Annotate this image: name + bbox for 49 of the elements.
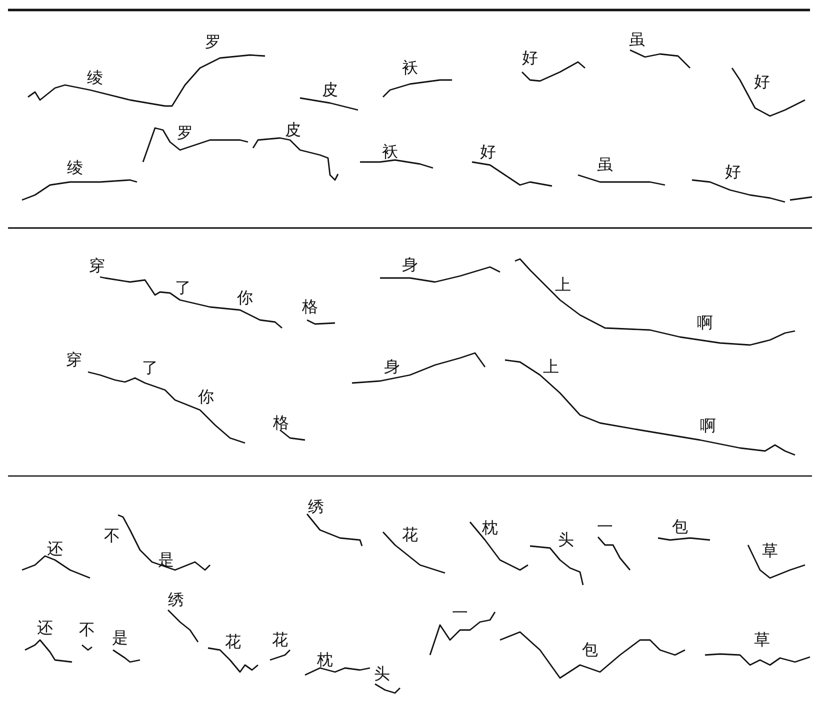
syllable-label: 不 bbox=[104, 527, 120, 545]
syllable-label: 绫 bbox=[67, 159, 83, 177]
syllable-label: 啊 bbox=[697, 314, 713, 332]
syllable-label: 绣 bbox=[168, 591, 184, 609]
syllable-label: 草 bbox=[754, 631, 770, 649]
syllable-label: 好 bbox=[754, 73, 770, 91]
syllable-label: 头 bbox=[558, 531, 574, 549]
syllable-label: 花 bbox=[272, 631, 288, 649]
syllable-label: 格 bbox=[302, 298, 318, 316]
syllable-label: 是 bbox=[112, 629, 128, 647]
syllable-label: 了 bbox=[142, 359, 158, 377]
syllable-label: 身 bbox=[402, 256, 418, 274]
syllable-label: 身 bbox=[384, 358, 400, 376]
syllable-label: 袄 bbox=[402, 59, 418, 77]
syllable-label: 上 bbox=[555, 276, 571, 294]
syllable-label: 穿 bbox=[66, 351, 82, 369]
syllable-label: 枕 bbox=[482, 519, 498, 537]
syllable-label: 还 bbox=[37, 619, 53, 637]
syllable-label: 上 bbox=[543, 358, 559, 376]
syllable-label: 枕 bbox=[317, 651, 333, 669]
syllable-label: 好 bbox=[725, 163, 741, 181]
syllable-label: 了 bbox=[175, 279, 191, 297]
syllable-label: 虽 bbox=[597, 156, 613, 174]
syllable-label: 绣 bbox=[308, 498, 324, 516]
syllable-label: 格 bbox=[273, 414, 289, 432]
syllable-label: 还 bbox=[47, 540, 63, 558]
syllable-label: 一 bbox=[452, 604, 468, 622]
syllable-label: 头 bbox=[374, 665, 390, 683]
syllable-label: 虽 bbox=[629, 31, 645, 49]
syllable-label: 你 bbox=[198, 388, 214, 406]
syllable-label: 一 bbox=[597, 518, 613, 536]
syllable-label: 是 bbox=[158, 551, 174, 569]
syllable-label: 花 bbox=[402, 526, 418, 544]
syllable-label: 不 bbox=[79, 621, 95, 639]
syllable-label: 袄 bbox=[382, 143, 398, 161]
syllable-label: 好 bbox=[480, 143, 496, 161]
syllable-label: 花 bbox=[225, 633, 241, 651]
syllable-label: 皮 bbox=[285, 121, 301, 139]
syllable-label: 你 bbox=[237, 289, 253, 307]
syllable-label: 罗 bbox=[177, 124, 193, 142]
syllable-label: 绫 bbox=[87, 69, 103, 87]
syllable-label: 皮 bbox=[322, 81, 338, 99]
syllable-label: 包 bbox=[672, 518, 688, 536]
syllable-label: 罗 bbox=[205, 33, 221, 51]
syllable-label: 草 bbox=[762, 542, 778, 560]
syllable-label: 好 bbox=[522, 49, 538, 67]
syllable-label: 包 bbox=[582, 641, 598, 659]
syllable-label: 啊 bbox=[700, 417, 716, 435]
syllable-label: 穿 bbox=[89, 257, 105, 275]
